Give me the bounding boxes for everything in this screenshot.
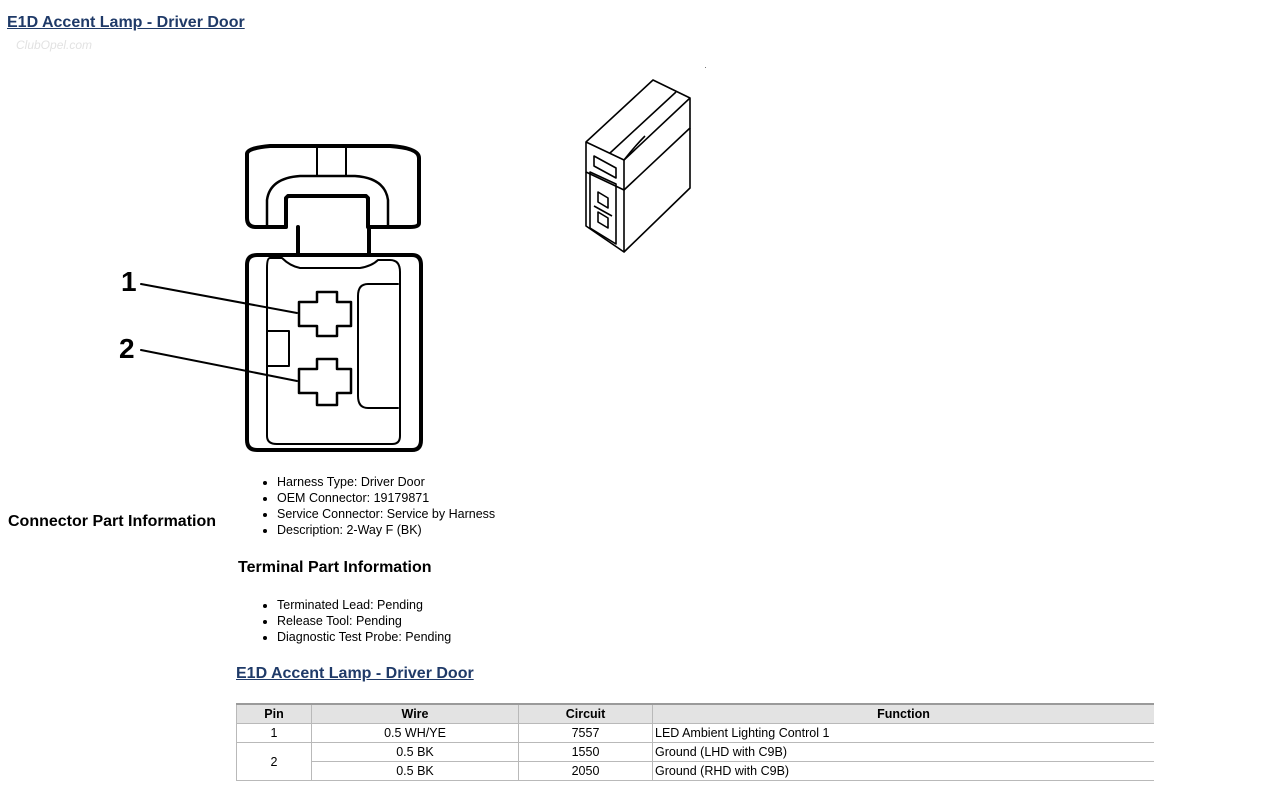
cell-function: LED Ambient Lighting Control 1 [652,723,1154,743]
cell-circuit: 2050 [518,761,653,781]
table-row: 2 0.5 BK 1550 Ground (LHD with C9B) [236,742,1154,781]
cell-function: Ground (RHD with C9B) [652,761,1154,781]
pin-table-title-link[interactable]: E1D Accent Lamp - Driver Door [236,665,474,682]
cell-circuit: 7557 [518,723,653,743]
list-item: Release Tool: Pending [277,613,451,629]
cell-wire: 0.5 BK [311,742,519,762]
list-item: Description: 2-Way F (BK) [277,522,495,538]
table-header-row: Pin Wire Circuit Function [236,703,1154,724]
cell-pin: 2 [236,742,312,781]
connector-part-information-heading: Connector Part Information [8,513,217,530]
connector-info-list: Harness Type: Driver Door OEM Connector:… [261,474,495,538]
terminal-part-information-heading: Terminal Part Information [238,559,432,576]
watermark: ClubOpel.com [16,38,93,52]
cell-pin: 1 [236,723,312,743]
page-title-link[interactable]: E1D Accent Lamp - Driver Door [7,14,245,31]
table-row: 0.5 BK 2050 Ground (RHD with C9B) [237,761,1154,781]
list-item: Service Connector: Service by Harness [277,506,495,522]
list-item: Terminated Lead: Pending [277,597,451,613]
table-row: 1 0.5 WH/YE 7557 LED Ambient Lighting Co… [236,723,1154,743]
list-item: Diagnostic Test Probe: Pending [277,629,451,645]
connector-front-diagram: 1 2 [119,144,423,452]
stray-dot [705,67,706,68]
pinout-table: Pin Wire Circuit Function 1 0.5 WH/YE 75… [236,703,1154,781]
header-wire: Wire [311,703,519,724]
terminal-info-list: Terminated Lead: Pending Release Tool: P… [261,597,451,645]
cell-circuit: 1550 [518,742,653,762]
cell-function: Ground (LHD with C9B) [652,742,1154,762]
callout-2-label: 2 [119,333,135,364]
header-circuit: Circuit [518,703,653,724]
list-item: Harness Type: Driver Door [277,474,495,490]
connector-iso-diagram [585,79,691,253]
callout-1-label: 1 [121,266,137,297]
list-item: OEM Connector: 19179871 [277,490,495,506]
header-pin: Pin [236,703,312,724]
cell-wire: 0.5 WH/YE [311,723,519,743]
header-function: Function [652,703,1154,724]
cell-wire: 0.5 BK [311,761,519,781]
